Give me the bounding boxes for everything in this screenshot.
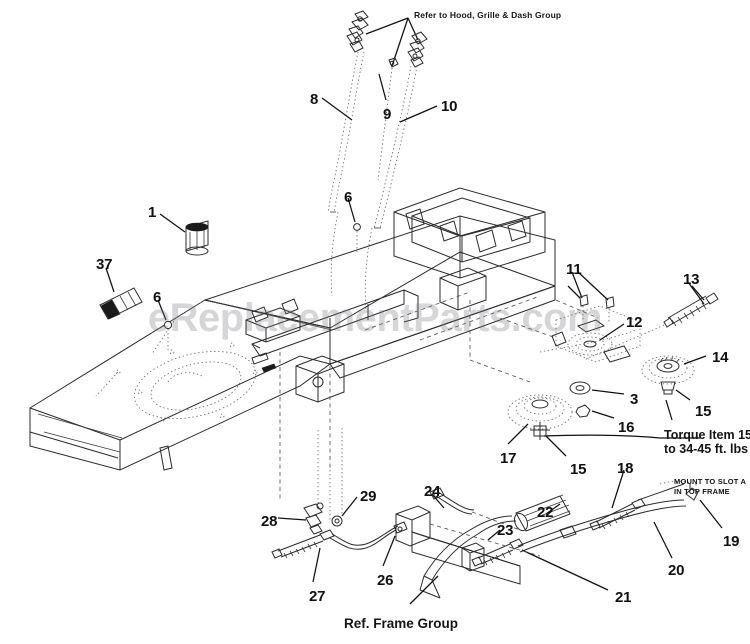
callout-37-1: 37: [96, 256, 113, 273]
deck-opening: [133, 350, 257, 420]
part-bracket-28: [277, 502, 324, 535]
part-grip-37: [99, 267, 143, 320]
part-spring-13: [663, 281, 719, 328]
note-torque-line1: Torque Item 15: [664, 428, 750, 442]
frame-channel: [251, 289, 405, 357]
callout-3-12: 3: [630, 391, 639, 408]
part-bolt-15-lower: [530, 422, 567, 457]
part-pedal-23: [419, 515, 517, 599]
callout-17-14: 17: [500, 450, 517, 467]
callout-10-5: 10: [441, 98, 458, 115]
note-mount-line2: IN TOP FRAME: [674, 487, 730, 496]
part-spring-27: [271, 529, 335, 583]
note-ref-frame-group: Ref. Frame Group: [344, 616, 459, 631]
callout-1-0: 1: [148, 204, 157, 221]
part-bushing-29: [331, 515, 343, 527]
deck-tab: [159, 445, 173, 471]
part-rod-26: [329, 521, 408, 567]
callout-8-3: 8: [310, 91, 319, 108]
callout-16-13: 16: [618, 419, 635, 436]
part-spring-21: [471, 538, 609, 591]
lower-linkage-group: [271, 428, 723, 605]
callout-22-20: 22: [537, 504, 554, 521]
upper-linkage-group: [321, 10, 438, 252]
callout-27-24: 27: [309, 588, 326, 605]
callout-9-4: 9: [383, 106, 392, 123]
callout-23-21: 23: [497, 522, 514, 539]
part-spring-18: [589, 469, 685, 531]
callout-6-6: 6: [344, 189, 353, 206]
part-clip-19: [659, 480, 723, 529]
part-bushing-1: [159, 213, 209, 256]
pin-6-upper: [353, 223, 361, 231]
right-pulley-group: [507, 271, 719, 457]
callout-19-17: 19: [723, 533, 740, 550]
callout-leaders: [567, 285, 705, 301]
callout-21-19: 21: [615, 589, 632, 606]
frame-side-skirt: [329, 285, 556, 379]
callout-15-11: 15: [695, 403, 712, 420]
callout-24-22: 24: [424, 483, 441, 500]
callout-18-16: 18: [617, 460, 634, 477]
clevis-right: [407, 31, 428, 68]
callout-12-8: 12: [626, 314, 643, 331]
center-bracket: [295, 355, 345, 403]
note-mount-line1: MOUNT TO SLOT A: [674, 477, 747, 486]
note-refer-hood: Refer to Hood, Grille & Dash Group: [414, 10, 562, 20]
part-pulley-17: [507, 394, 573, 445]
callout-29-26: 29: [360, 488, 377, 505]
part-pulley-14: [641, 355, 707, 401]
part-rod-24: [429, 487, 521, 531]
mid-plate: [245, 307, 301, 343]
slot-marker: [251, 352, 269, 365]
callout-11-7: 11: [566, 261, 582, 278]
clevis-left: [346, 10, 369, 53]
callout-26-23: 26: [377, 572, 394, 589]
part-pad-22: [513, 494, 571, 532]
main-frame-assembly: [29, 187, 599, 500]
callout-14-10: 14: [712, 349, 729, 366]
callout-28-25: 28: [261, 513, 278, 530]
callout-15-15: 15: [570, 461, 587, 478]
ref-frame-bar: [395, 505, 541, 605]
callout-13-9: 13: [683, 271, 700, 288]
callout-20-18: 20: [668, 562, 685, 579]
note-torque-line2: to 34-45 ft. lbs: [664, 442, 749, 456]
part-pin-6-left: [157, 299, 173, 350]
rear-gusset: [439, 267, 487, 311]
callout-6-2: 6: [153, 289, 162, 306]
